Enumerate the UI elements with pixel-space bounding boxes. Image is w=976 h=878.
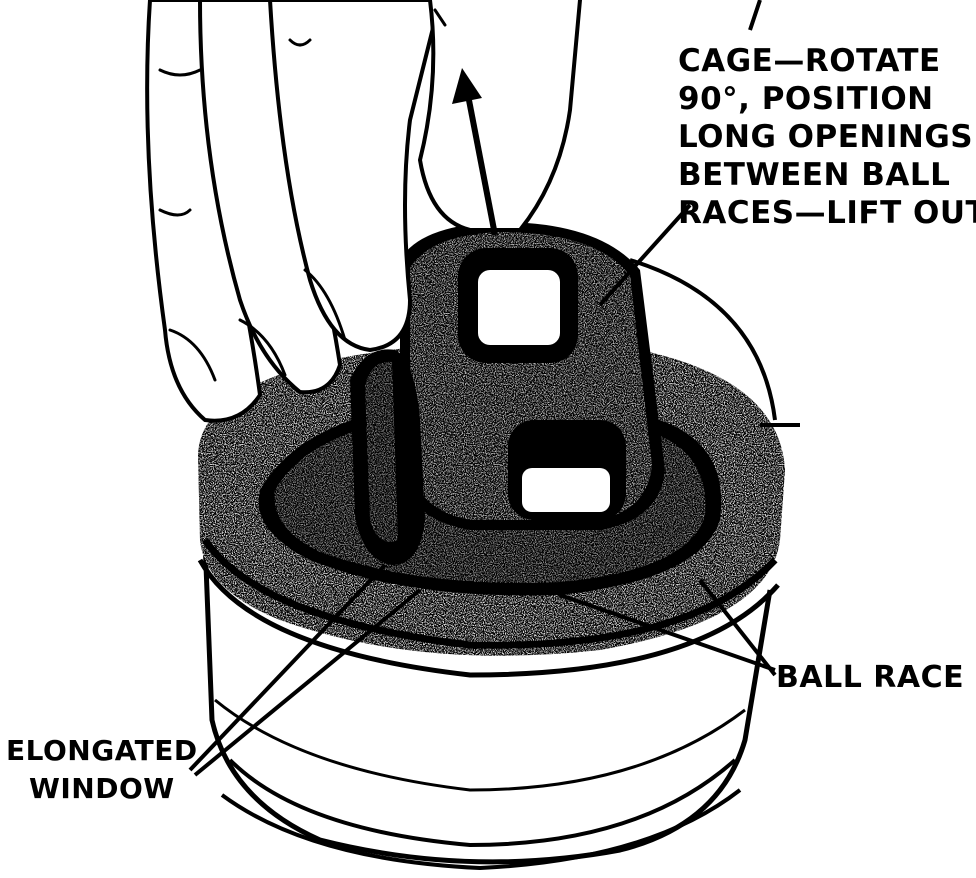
cage-label-line-3: LONG OPENINGS	[678, 119, 974, 155]
leader-cage	[598, 203, 692, 307]
ball-race-label: BALL RACE	[776, 660, 965, 695]
leader-ball-race-2	[698, 578, 777, 677]
window-label-line-2: WINDOW	[28, 772, 175, 805]
leader-lines	[188, 0, 800, 777]
housing	[202, 539, 773, 871]
cage-label-line-2: 90°, POSITION	[678, 81, 934, 117]
elongated-window-label: ELONGATED WINDOW	[6, 732, 198, 808]
cage-instruction-label: CAGE—ROTATE 90°, POSITION LONG OPENINGS …	[678, 42, 976, 232]
cage	[350, 222, 665, 565]
cage-label-line-5: RACES—LIFT OUT	[678, 195, 976, 231]
window-label-line-1: ELONGATED	[6, 734, 198, 767]
cage-label-line-1: CAGE—ROTATE	[678, 43, 941, 79]
cage-rotation-arc	[629, 258, 777, 421]
leader-window-2	[193, 588, 422, 777]
leader-window-1	[188, 563, 387, 772]
leader-ball-race-1	[559, 593, 776, 672]
lift-arrow	[452, 68, 498, 236]
hand	[145, 0, 582, 423]
cage-label-line-4: BETWEEN BALL	[678, 157, 951, 193]
